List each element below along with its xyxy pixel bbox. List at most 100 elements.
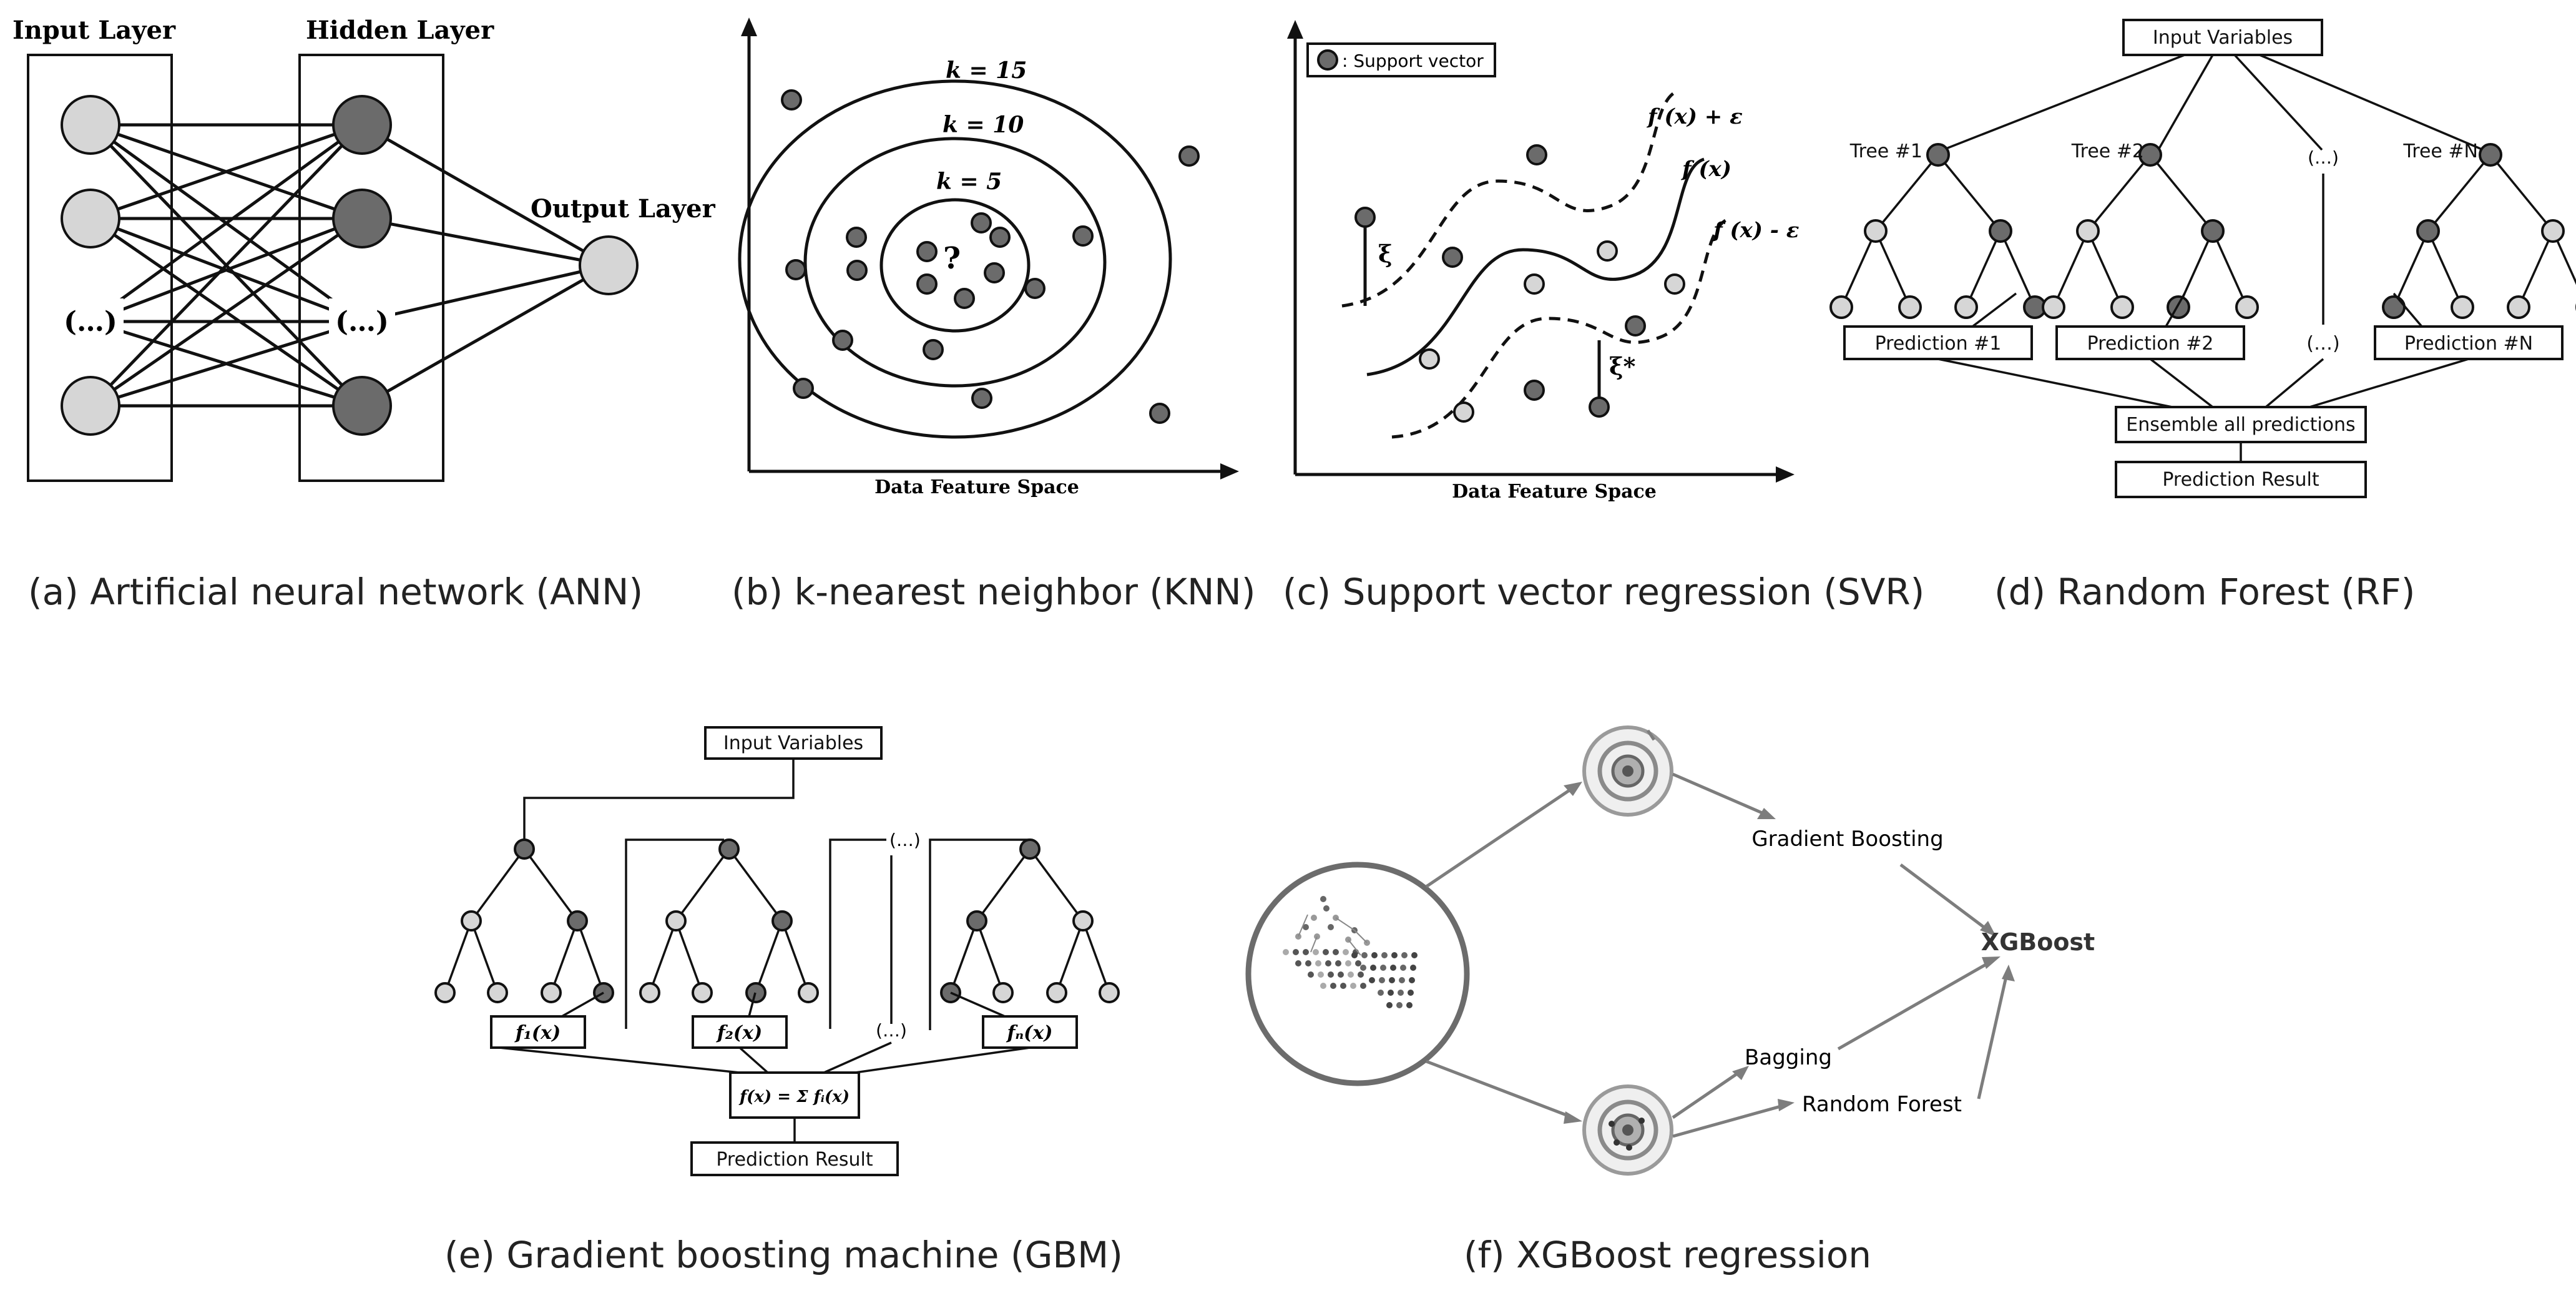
svr-f-minus-label: f (x) - ε (1712, 218, 1799, 243)
xgb-random-forest-label: Random Forest (1802, 1092, 1962, 1117)
ann-hidden-nodes (329, 95, 395, 436)
tree-node (966, 910, 987, 932)
tree-node (2507, 295, 2530, 319)
tree-node (992, 982, 1014, 1003)
rf-result-box (2115, 461, 2367, 498)
tree-node (1898, 295, 1922, 319)
svr-support-vector (1625, 315, 1646, 337)
rf-input-links (1934, 54, 2491, 154)
gbm-result-box (690, 1141, 899, 1176)
ann-connections (89, 123, 610, 408)
tree-node (2541, 219, 2565, 243)
rf-ensemble-box (2115, 406, 2367, 443)
panel-rf: Input Variables Tree #1 Tree #2 Tree #N … (1829, 19, 2576, 613)
tree-node (798, 982, 819, 1003)
panel-xgb: Gradient Boosting XGBoost Bagging Random… (1245, 725, 2095, 1276)
tree-node (2076, 219, 2100, 243)
ann-output-layer-label: Output Layer (531, 194, 716, 224)
tree-node (1019, 838, 1041, 860)
tree-node (1954, 295, 1978, 319)
gbm-sum-links (499, 1041, 1031, 1143)
rf-predN-box (2374, 325, 2564, 360)
knn-ring-k5 (879, 198, 1031, 333)
rf-input-label: Input Variables (2153, 27, 2293, 49)
rf-tree (2382, 143, 2576, 319)
caption-rf: (d) Random Forest (RF) (1994, 571, 2415, 613)
knn-point (989, 227, 1011, 248)
gbm-f1-box (490, 1015, 586, 1049)
rf-tree-ellipsis: (…) (2308, 147, 2339, 168)
ann-input-node (61, 95, 120, 155)
svr-support-vector (1442, 247, 1463, 268)
tree-node (1926, 143, 1950, 167)
ann-hidden-layer-label: Hidden Layer (306, 16, 494, 45)
gbm-tree (434, 838, 614, 1003)
tree-node (541, 982, 562, 1003)
rf-treeN-label: Tree #N (2402, 140, 2478, 162)
tree-node (567, 910, 588, 932)
ann-input-ellipsis: (…) (64, 306, 117, 338)
gbm-f2-box (692, 1015, 788, 1049)
gbm-f2-label: f₂(x) (716, 1022, 762, 1044)
tree-node (2042, 295, 2065, 319)
tree-node (2110, 295, 2134, 319)
tree-node (2479, 143, 2502, 167)
tree-node (2451, 295, 2474, 319)
tree-node (1829, 295, 1853, 319)
ann-input-node (61, 189, 120, 248)
gbm-tree (940, 838, 1120, 1003)
tree-node (2167, 295, 2190, 319)
knn-xlabel: Data Feature Space (874, 476, 1079, 498)
svr-legend-label: : Support vector (1342, 51, 1484, 71)
tree-node (639, 982, 660, 1003)
knn-point (923, 339, 944, 360)
tree-node (771, 910, 793, 932)
ann-hidden-ellipsis: (…) (335, 306, 389, 338)
caption-ann: (a) Artificial neural network (ANN) (28, 571, 643, 613)
svr-point (1453, 401, 1474, 423)
knn-point (1024, 278, 1046, 299)
svr-point (1664, 273, 1685, 295)
caption-knn: (b) k-nearest neighbor (KNN) (732, 571, 1255, 613)
svr-point (1524, 273, 1545, 295)
xgb-xgboost-label: XGBoost (1981, 928, 2095, 956)
gbm-sum-box (729, 1071, 860, 1119)
rf-predN-label: Prediction #N (2404, 333, 2533, 355)
panel-ann: Input Layer Hidden Layer Output Layer (…… (12, 16, 716, 613)
svr-xi-star-label: ξ* (1609, 352, 1636, 380)
rf-tree1-label: Tree #1 (1849, 140, 1922, 162)
svr-support-vector (1589, 396, 1610, 418)
knn-point (785, 259, 806, 280)
xgb-arrowheads (1564, 782, 2015, 1124)
rf-trees (1829, 143, 2576, 328)
tree-node (1072, 910, 1094, 932)
knn-point (916, 241, 938, 262)
gbm-sum-label: f(x) = Σ fᵢ(x) (738, 1088, 850, 1106)
tree-node (2382, 295, 2406, 319)
ann-output-node (579, 235, 639, 295)
xgb-arrows (1425, 729, 2009, 1138)
tree-node (718, 838, 740, 860)
knn-point (1178, 145, 1200, 167)
ann-hidden-node (332, 189, 392, 248)
caption-xgb: (f) XGBoost regression (1464, 1234, 1871, 1276)
knn-point (1072, 225, 1094, 247)
rf-pred1-label: Prediction #1 (1875, 333, 2002, 355)
svr-point (1597, 240, 1618, 262)
tree-node (2416, 219, 2440, 243)
svr-points (1354, 144, 1685, 423)
tree-node (2138, 143, 2162, 167)
svr-f-label: f (x) (1681, 157, 1731, 182)
knn-point (971, 388, 992, 409)
tree-node (692, 982, 713, 1003)
svr-xi-label: ξ (1378, 240, 1393, 268)
rf-pred-ellipsis: (…) (2306, 333, 2339, 355)
knn-point (971, 212, 992, 234)
tree-node (1099, 982, 1120, 1003)
rf-result-label: Prediction Result (2162, 469, 2319, 491)
caption-gbm: (e) Gradient boosting machine (GBM) (444, 1234, 1123, 1276)
knn-query-mark: ? (943, 241, 961, 276)
xgb-mini-tree (1283, 896, 1418, 1008)
gbm-ellipsis-top: (…) (889, 830, 921, 850)
